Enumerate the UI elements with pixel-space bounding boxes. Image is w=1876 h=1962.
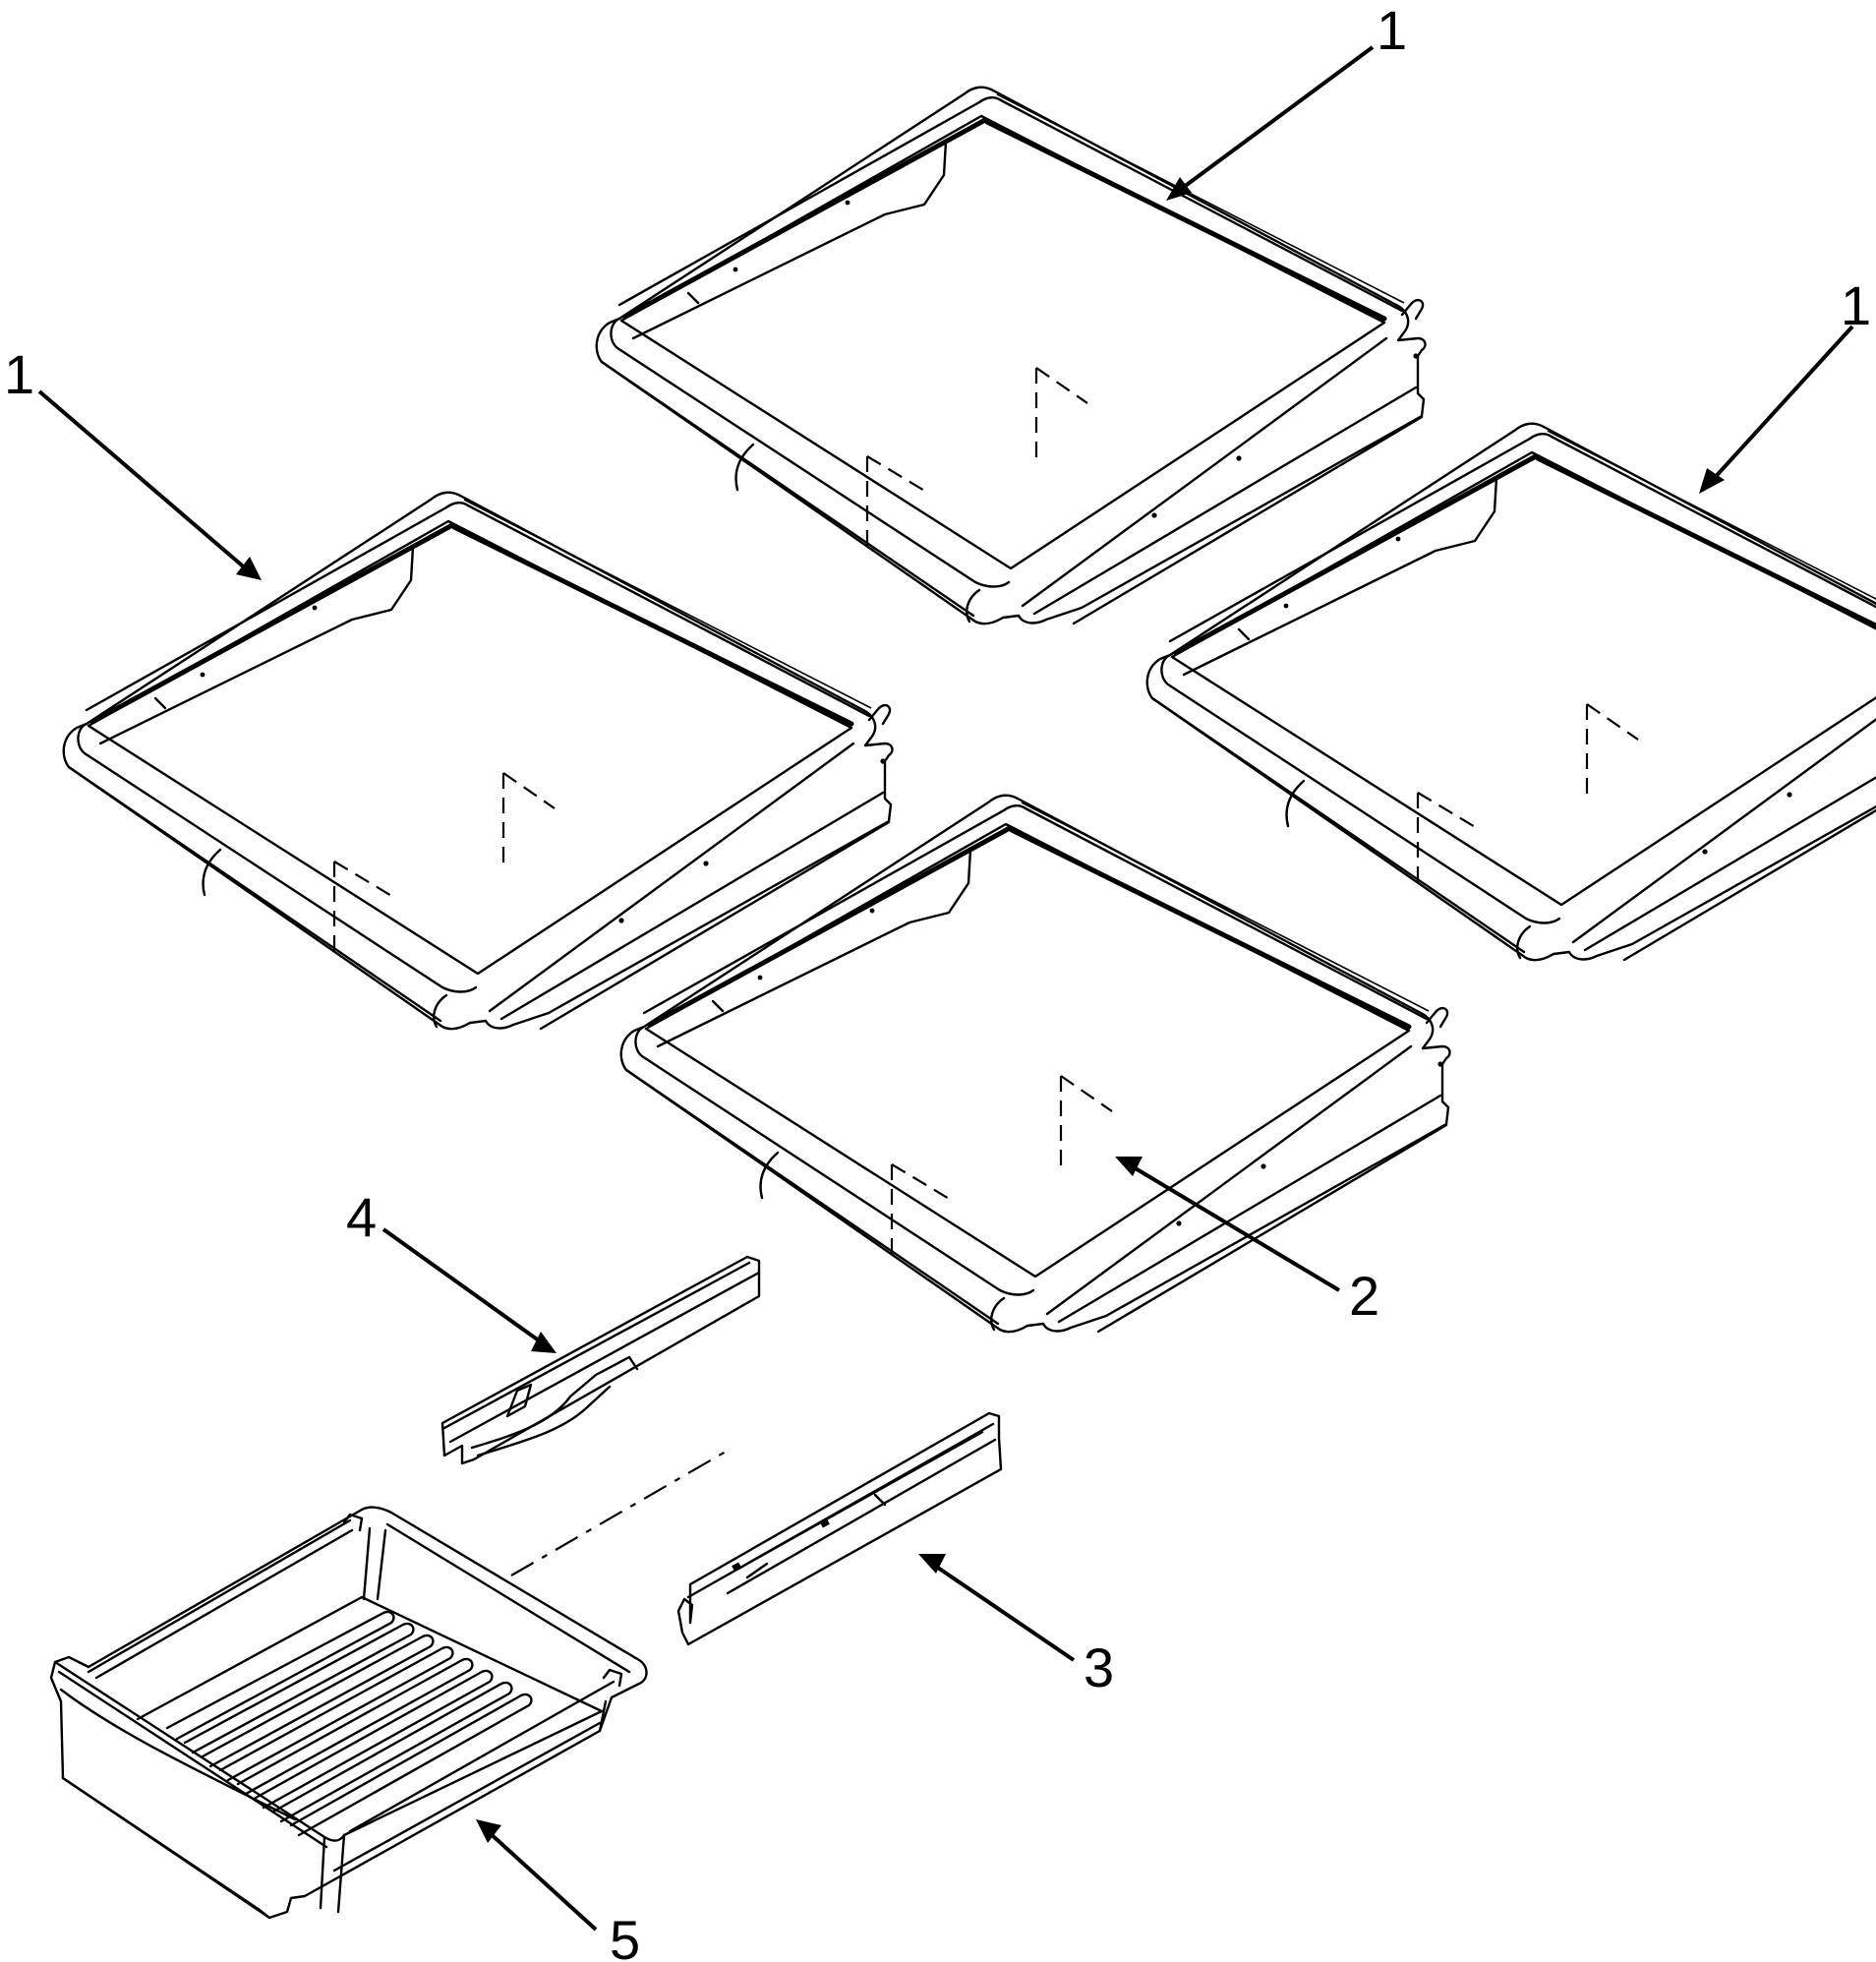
callout-4-arrow [381,1227,557,1353]
callout-label-2: 2 [1349,1265,1379,1327]
callout-label-5: 5 [610,1909,640,1962]
callout-5-arrow [476,1819,598,1932]
crisper-drawer [49,1506,648,1920]
callout-1-left-arrow [37,389,262,580]
callout-label-1-left: 1 [4,343,34,405]
drawer-rail-right [676,1411,1003,1646]
drawer-rail-left [440,1255,761,1465]
callout-1-right-arrow [1699,325,1854,494]
shelf-top-center [597,88,1426,624]
alignment-line [510,1447,733,1576]
callout-label-4: 4 [346,1186,377,1248]
callout-3-arrow [918,1554,1076,1662]
callout-label-1-right: 1 [1841,274,1871,336]
callout-label-1-top: 1 [1377,0,1407,61]
callout-2-arrow [1115,1157,1341,1292]
callout-label-3: 3 [1084,1636,1114,1698]
callout-1-top-arrow [1166,45,1375,201]
drawer-ribs [165,1610,533,1837]
